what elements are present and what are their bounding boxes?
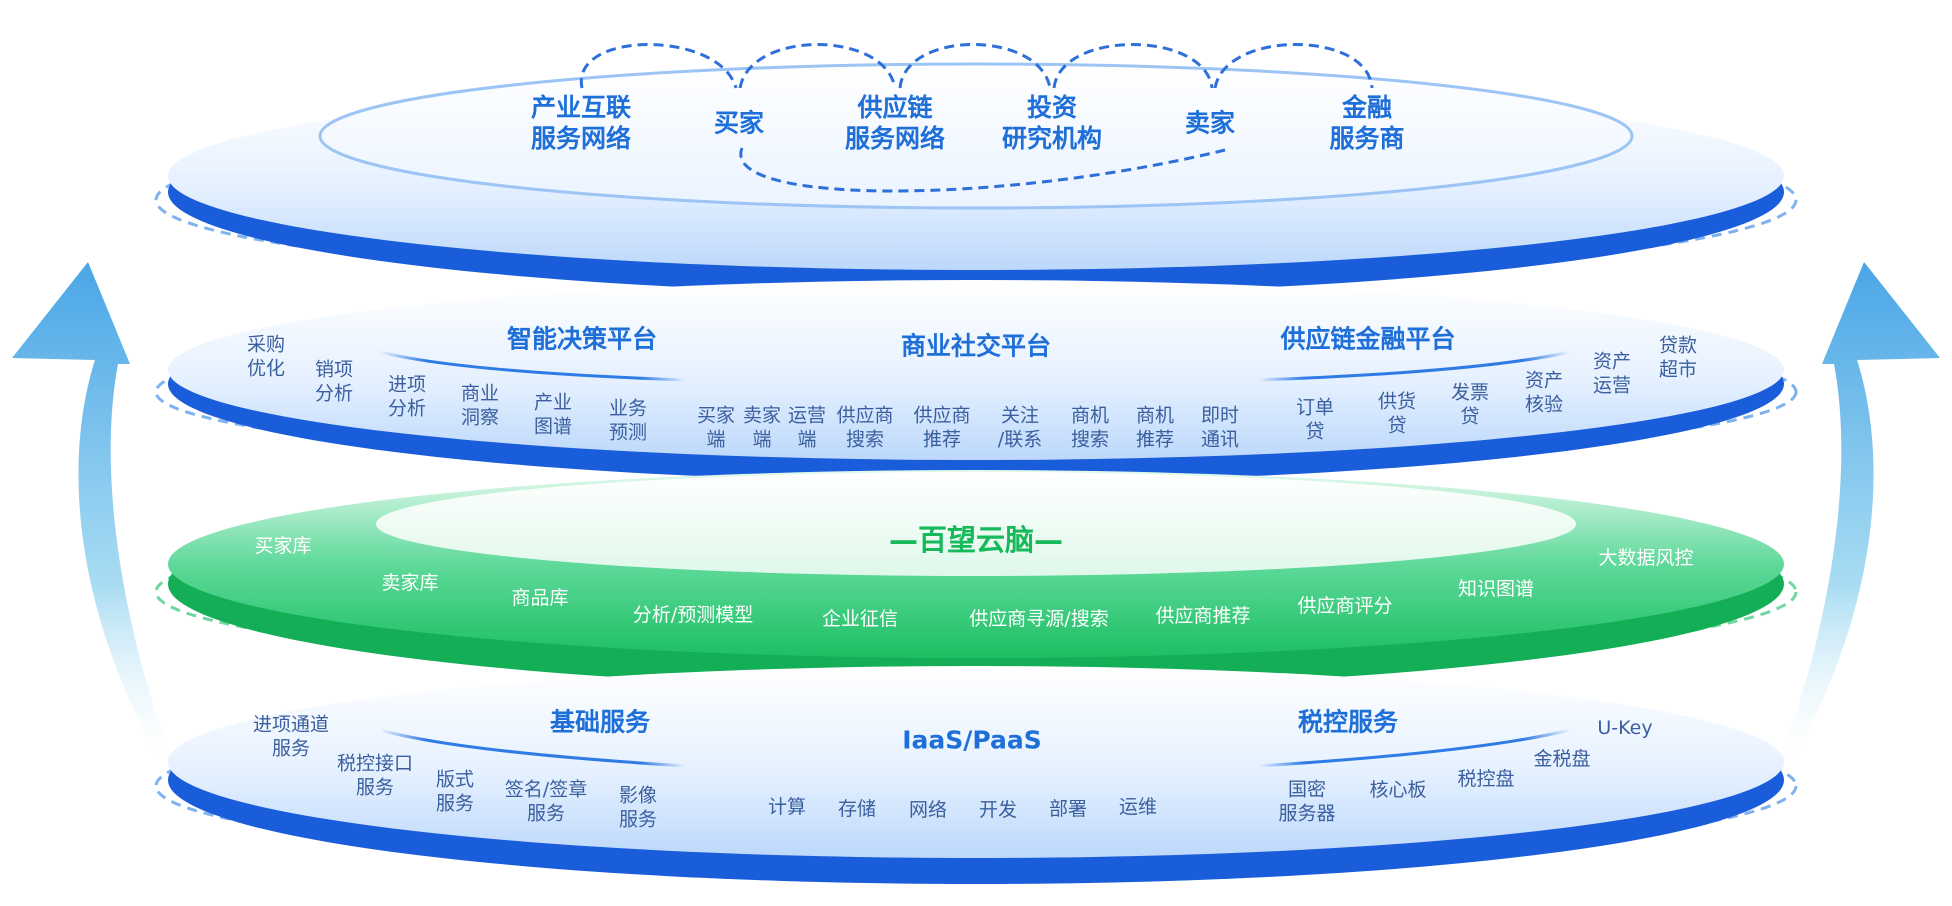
social-item: 供应商 搜索	[836, 404, 894, 450]
finance-item: 资产 运营	[1592, 350, 1632, 396]
decision-item: 业务 预测	[608, 397, 648, 443]
ring-brain	[154, 512, 1798, 672]
ring-platform	[154, 316, 1798, 468]
node-industry-network: 产业互联 服务网络	[530, 92, 632, 153]
node-seller: 卖家	[1184, 108, 1236, 138]
tax-item: U-Key	[1597, 717, 1653, 740]
finance-item: 贷款 超市	[1658, 334, 1698, 380]
finance-item: 资产 核验	[1524, 369, 1564, 415]
decision-item: 采购 优化	[246, 333, 286, 379]
basic-item: 版式 服务	[435, 768, 475, 814]
brain-item: 供应商寻源/搜索	[969, 608, 1109, 631]
iaas-item: 计算	[767, 796, 807, 819]
header-lines	[379, 350, 1571, 770]
decision-item: 产业 图谱	[533, 391, 573, 437]
tax-item: 国密 服务器	[1278, 778, 1336, 824]
right-up-arrow	[1780, 262, 1940, 760]
basic-item: 签名/签章 服务	[504, 778, 588, 824]
node-financial-service: 金融 服务商	[1329, 92, 1405, 153]
header-social-platform: 商业社交平台	[900, 331, 1052, 361]
basic-item: 税控接口 服务	[336, 752, 414, 798]
iaas-item: 网络	[908, 799, 948, 822]
platform-disc	[168, 280, 1784, 460]
brain-item: 分析/预测模型	[632, 604, 754, 627]
social-item: 买家 端	[696, 404, 736, 450]
social-item: 关注 /联系	[997, 404, 1043, 450]
decision-item: 进项 分析	[387, 373, 427, 419]
brain-item: 卖家库	[381, 572, 439, 595]
decision-item: 销项 分析	[314, 358, 354, 404]
node-buyer: 买家	[713, 108, 765, 138]
iaas-item: 开发	[978, 799, 1018, 822]
ring-base	[154, 704, 1798, 868]
iaas-item: 运维	[1118, 796, 1158, 819]
social-item: 商机 推荐	[1135, 404, 1175, 450]
base-disc	[168, 666, 1784, 858]
brain-item: 知识图谱	[1457, 578, 1535, 601]
brain-title: —百望云脑—	[888, 522, 1064, 557]
header-basic-service: 基础服务	[549, 707, 651, 737]
tax-item: 税控盘	[1457, 768, 1515, 791]
finance-item: 供货 贷	[1377, 390, 1417, 436]
brain-item: 供应商评分	[1297, 595, 1393, 618]
header-finance-platform: 供应链金融平台	[1280, 324, 1456, 354]
social-item: 供应商 推荐	[913, 404, 971, 450]
iaas-item: 部署	[1048, 798, 1088, 821]
iaas-item: 存储	[837, 798, 877, 821]
brain-item: 买家库	[254, 535, 312, 558]
brain-item: 商品库	[511, 587, 569, 610]
left-up-arrow	[12, 262, 172, 760]
header-iaas-paas: IaaS/PaaS	[902, 725, 1042, 755]
finance-item: 订单 贷	[1295, 396, 1335, 442]
header-tax-service: 税控服务	[1297, 707, 1399, 737]
social-item: 卖家 端	[742, 404, 782, 450]
brain-item: 大数据风控	[1598, 547, 1694, 570]
social-item: 即时 通讯	[1200, 404, 1240, 450]
basic-item: 进项通道 服务	[252, 713, 330, 759]
node-investment-research: 投资 研究机构	[1001, 92, 1103, 153]
finance-item: 发票 贷	[1450, 381, 1490, 427]
decision-item: 商业 洞察	[460, 382, 500, 428]
brain-item: 企业征信	[821, 608, 899, 631]
social-item: 运营 端	[787, 404, 827, 450]
node-supply-chain-network: 供应链 服务网络	[844, 92, 946, 153]
tax-item: 核心板	[1369, 779, 1427, 802]
tax-item: 金税盘	[1533, 748, 1591, 771]
header-decision-platform: 智能决策平台	[506, 324, 658, 354]
brain-item: 供应商推荐	[1155, 605, 1251, 628]
basic-item: 影像 服务	[618, 784, 658, 830]
social-item: 商机 搜索	[1070, 404, 1110, 450]
cloud-connections	[580, 43, 1374, 193]
